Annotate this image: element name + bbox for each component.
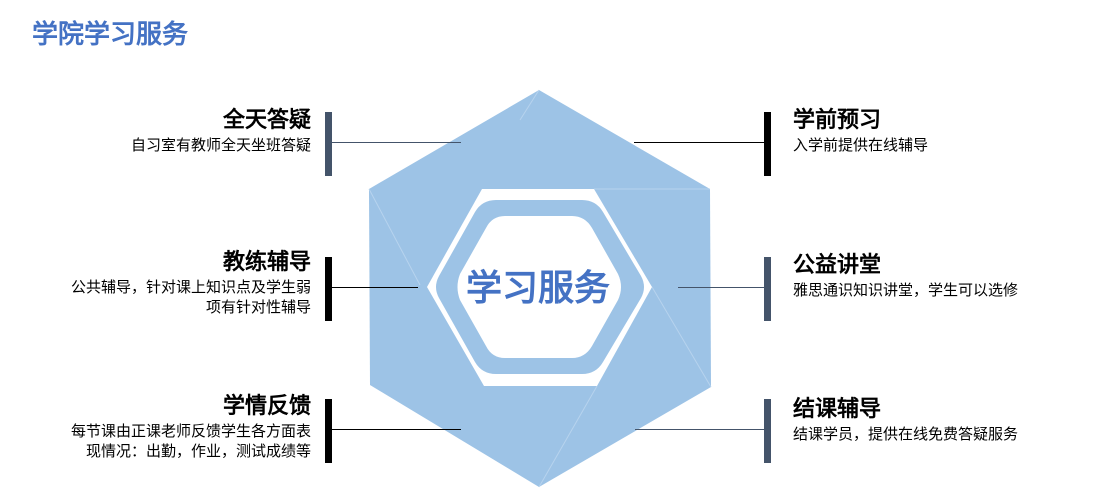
right-connector-3 <box>635 429 764 430</box>
item-title: 学前预习 <box>793 108 882 133</box>
left-connector-3 <box>332 429 461 430</box>
right-connector-1 <box>634 142 764 143</box>
item-desc: 自习室有教师全天坐班答疑 <box>130 136 311 154</box>
left-bar-1 <box>325 112 332 176</box>
item-desc: 结课学员，提供在线免费答疑服务 <box>793 425 1019 443</box>
left-bar-3 <box>325 399 332 463</box>
item-desc: 雅思通识知识讲堂，学生可以选修 <box>793 281 1019 299</box>
left-connector-1 <box>332 142 461 143</box>
item-right-2: 公益讲堂 雅思通识知识讲堂，学生可以选修 <box>793 252 1018 300</box>
item-left-1: 全天答疑 自习室有教师全天坐班答疑 <box>131 107 311 155</box>
page-title: 学院学习服务 <box>32 20 189 50</box>
item-title: 结课辅导 <box>793 397 882 422</box>
center-label: 学习服务 <box>465 268 610 309</box>
item-desc: 项有针对性辅导 <box>205 298 311 316</box>
inner-hexagon-core <box>457 216 621 358</box>
left-connector-2 <box>332 287 418 288</box>
left-bar-2 <box>325 257 332 321</box>
item-title: 学情反馈 <box>222 394 311 419</box>
item-right-1: 学前预习 入学前提供在线辅导 <box>793 107 928 155</box>
item-desc: 现情况：出勤，作业，测试成绩等 <box>85 442 311 460</box>
right-bar-2 <box>764 257 771 321</box>
item-desc: 每节课由正课老师反馈学生各方面表 <box>70 422 311 440</box>
item-title: 公益讲堂 <box>793 253 882 278</box>
item-left-3: 学情反馈 每节课由正课老师反馈学生各方面表 现情况：出勤，作业，测试成绩等 <box>71 393 311 461</box>
right-bar-3 <box>764 399 771 463</box>
item-title: 全天答疑 <box>222 108 311 133</box>
item-desc: 入学前提供在线辅导 <box>793 136 929 154</box>
right-bar-1 <box>764 112 771 176</box>
item-left-2: 教练辅导 公共辅导，针对课上知识点及学生弱 项有针对性辅导 <box>71 249 311 317</box>
item-title: 教练辅导 <box>222 250 311 275</box>
right-connector-2 <box>678 287 764 288</box>
item-desc: 公共辅导，针对课上知识点及学生弱 <box>70 278 311 296</box>
item-right-3: 结课辅导 结课学员，提供在线免费答疑服务 <box>793 396 1018 444</box>
